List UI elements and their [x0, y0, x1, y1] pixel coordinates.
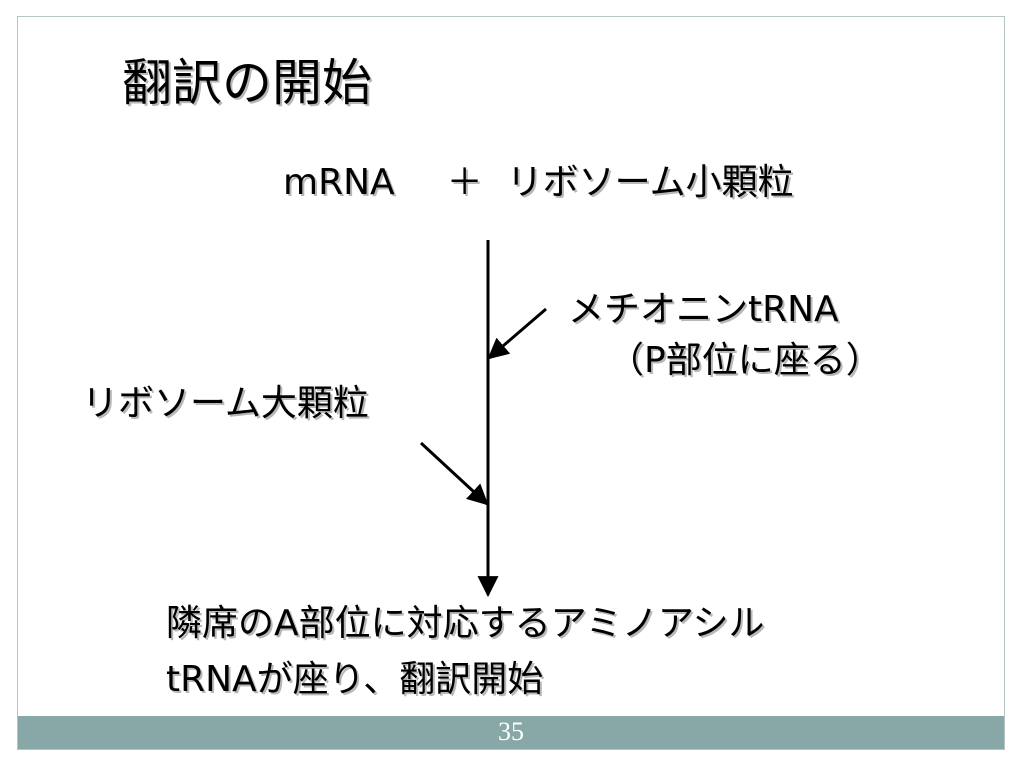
result-text-line2: tRNAが座り、翻訳開始 — [166, 659, 544, 700]
page-number: 35 — [498, 717, 524, 746]
footer-bar: 35 — [18, 716, 1004, 749]
mrna-label: mRNA — [283, 162, 395, 203]
result-text-line1: 隣席のA部位に対応するアミノアシル — [166, 603, 765, 644]
methionine-trna-label: メチオニンtRNA — [568, 289, 839, 330]
slide-title: 翻訳の開始 — [122, 54, 372, 112]
p-site-note: （P部位に座る） — [608, 340, 882, 381]
slide-frame — [17, 16, 1005, 750]
small-subunit-label: リボソーム小顆粒 — [506, 162, 794, 203]
large-subunit-label: リボソーム大顆粒 — [82, 383, 369, 424]
plus-sign: ＋ — [446, 162, 483, 203]
reactants-line: mRNA ＋ リボソーム小顆粒 — [283, 163, 794, 203]
